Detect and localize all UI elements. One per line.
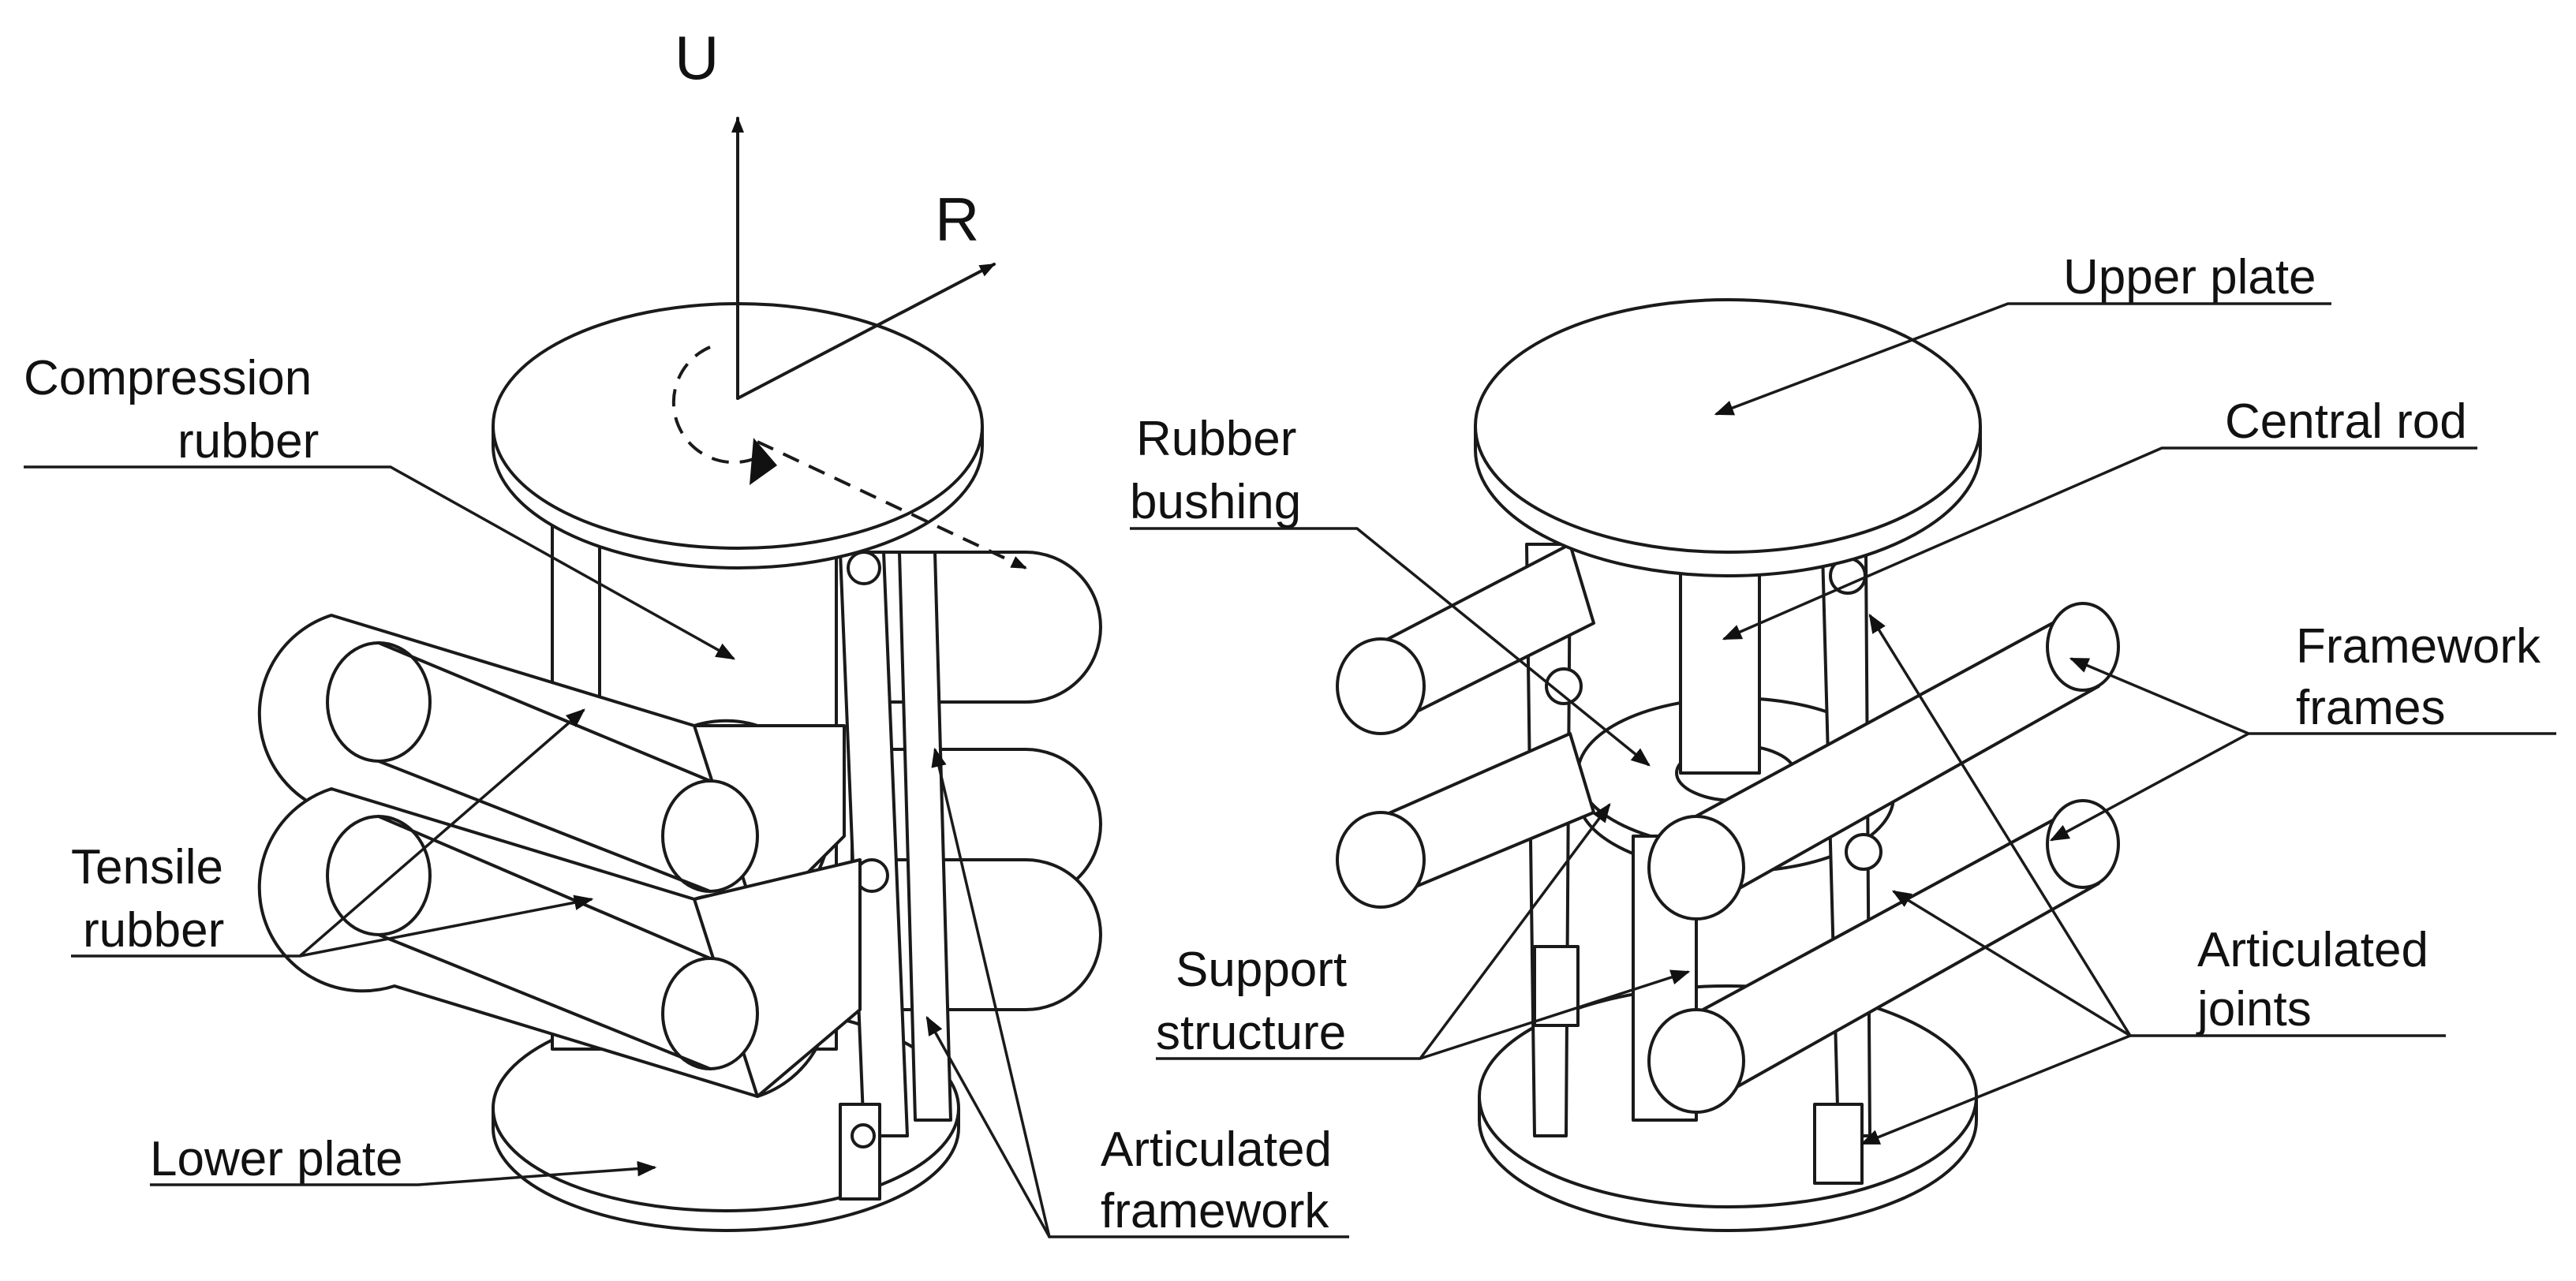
- r-axis-label: R: [935, 185, 979, 254]
- label-central-rod: Central rod: [1722, 394, 2477, 640]
- tensile-rubber-lower: [257, 787, 862, 1098]
- articulated-joints-line2: joints: [2196, 982, 2312, 1036]
- articulated-joints-line1: Articulated: [2197, 923, 2428, 977]
- r-axis-arrow: [736, 263, 996, 400]
- articulated-framework-line1: Articulated: [1101, 1122, 1332, 1177]
- articulated-framework-rods: [839, 551, 952, 1201]
- support-structure-line2: structure: [1156, 1006, 1346, 1060]
- upper-plate-label: Upper plate: [2063, 250, 2316, 304]
- label-axes: U R: [675, 23, 979, 254]
- label-rubber-bushing: Rubber bushing: [1130, 412, 1651, 767]
- label-compression-rubber: Compression rubber: [24, 351, 736, 660]
- u-axis-label: U: [675, 23, 719, 92]
- rubber-bushing-line2: bushing: [1130, 475, 1301, 529]
- articulated-framework-line2: framework: [1101, 1184, 1329, 1238]
- central-rod-label: Central rod: [2225, 394, 2467, 449]
- right-device: [1336, 298, 2120, 1232]
- label-tensile-rubber: Tensile rubber: [71, 708, 594, 958]
- framework-frames-shapes: [1336, 543, 2120, 1114]
- framework-frames-line2: frames: [2296, 681, 2445, 735]
- rotation-arrowhead: [750, 438, 777, 485]
- left-device: [257, 117, 1102, 1232]
- label-lower-plate: Lower plate: [150, 1132, 657, 1186]
- label-articulated-framework: Articulated framework: [925, 747, 1349, 1238]
- tensile-rubber-line2: rubber: [83, 903, 224, 958]
- central-rod-shape: [1679, 551, 1761, 775]
- label-framework-frames: Framework frames: [2049, 619, 2556, 842]
- tensile-rubber-line1: Tensile: [71, 840, 223, 894]
- radial-dashed-arrow: [757, 440, 1027, 570]
- rotation-path: [671, 345, 758, 465]
- right-upper-plate-shape: [1474, 298, 1982, 577]
- label-articulated-joints: Articulated joints: [1860, 613, 2446, 1145]
- support-structure-line1: Support: [1176, 943, 1347, 997]
- lower-plate-label: Lower plate: [150, 1132, 403, 1186]
- compression-rubber-line2: rubber: [178, 414, 319, 469]
- label-support-structure: Support structure: [1156, 803, 1691, 1060]
- axes-indicator: [671, 117, 1027, 570]
- tensile-rubber-upper: [257, 614, 846, 924]
- framework-frames-line1: Framework: [2296, 619, 2541, 674]
- label-upper-plate: Upper plate: [1714, 250, 2331, 416]
- compression-rubber-line1: Compression: [24, 351, 312, 405]
- rubber-bushing-line1: Rubber: [1136, 412, 1296, 466]
